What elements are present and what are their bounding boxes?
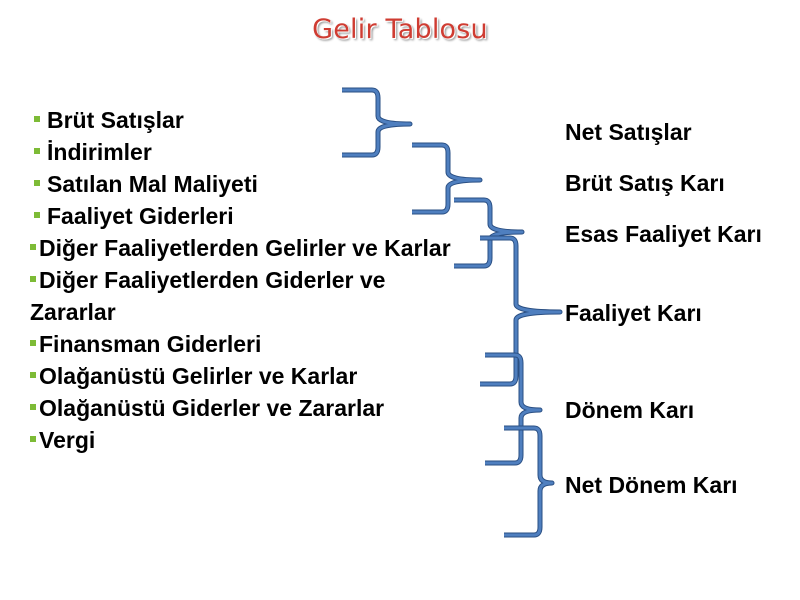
- bullet-icon: [30, 436, 36, 442]
- brace-net-satislar: [342, 88, 412, 157]
- bullet-icon: [30, 340, 36, 346]
- bullet-icon: [34, 148, 40, 154]
- list-item: Brüt Satışlar: [30, 104, 460, 136]
- income-statement-items: Brüt Satışlar İndirimler Satılan Mal Mal…: [30, 104, 460, 456]
- result-faaliyet-kari: Faaliyet Karı: [565, 300, 702, 326]
- brace-donem-kari: [485, 353, 542, 465]
- result-net-satislar: Net Satışlar: [565, 119, 692, 145]
- bullet-icon: [30, 244, 36, 250]
- brace-brut-satis-kari: [412, 143, 482, 214]
- bullet-icon: [30, 276, 36, 282]
- brace-net-donem-kari: [504, 426, 554, 537]
- item-label: Brüt Satışlar: [47, 107, 184, 133]
- result-esas-faaliyet-kari: Esas Faaliyet Karı: [565, 221, 762, 247]
- bullet-icon: [30, 404, 36, 410]
- bullet-icon: [30, 372, 36, 378]
- item-label: Olağanüstü Giderler ve Zararlar: [39, 395, 385, 421]
- slide-title: Gelir Tablosu: [312, 14, 488, 45]
- item-label: Finansman Giderleri: [39, 331, 262, 357]
- item-label: Satılan Mal Maliyeti: [47, 171, 258, 197]
- list-item: Diğer Faaliyetlerden Giderler ve Zararla…: [30, 264, 460, 328]
- brace-faaliyet-kari: [480, 236, 562, 386]
- item-label: Olağanüstü Gelirler ve Karlar: [39, 363, 358, 389]
- list-item: Diğer Faaliyetlerden Gelirler ve Karlar: [30, 232, 460, 264]
- bullet-icon: [34, 180, 40, 186]
- result-brut-satis-kari: Brüt Satış Karı: [565, 170, 725, 196]
- list-item: İndirimler: [30, 136, 460, 168]
- list-item: Vergi: [30, 424, 460, 456]
- item-label: Diğer Faaliyetlerden Gelirler ve Karlar: [39, 235, 451, 261]
- item-label: Vergi: [39, 427, 96, 453]
- result-donem-kari: Dönem Karı: [565, 397, 695, 423]
- item-label: İndirimler: [47, 139, 152, 165]
- result-net-donem-kari: Net Dönem Karı: [565, 472, 738, 498]
- item-label: Diğer Faaliyetlerden Giderler ve Zararla…: [30, 267, 386, 325]
- list-item: Faaliyet Giderleri: [30, 200, 460, 232]
- item-label: Faaliyet Giderleri: [47, 203, 234, 229]
- brace-esas-faaliyet-kari: [454, 198, 524, 268]
- list-item: Satılan Mal Maliyeti: [30, 168, 460, 200]
- list-item: Finansman Giderleri: [30, 328, 460, 360]
- list-item: Olağanüstü Giderler ve Zararlar: [30, 392, 460, 424]
- list-item: Olağanüstü Gelirler ve Karlar: [30, 360, 460, 392]
- bullet-icon: [34, 212, 40, 218]
- bullet-icon: [34, 116, 40, 122]
